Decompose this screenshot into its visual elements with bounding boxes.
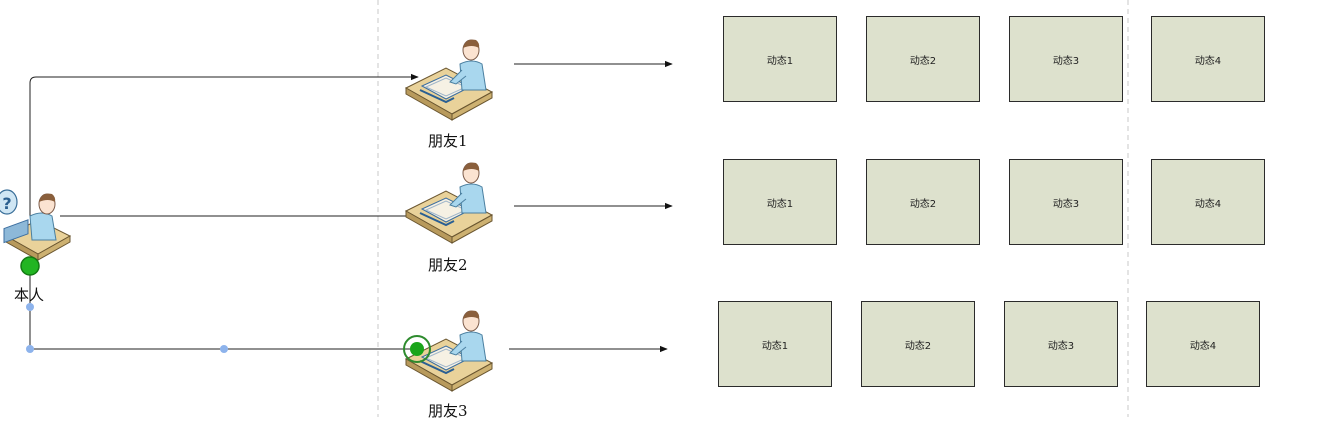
connector-self-friend1[interactable] (29, 73, 419, 216)
connector-self-friend3[interactable] (29, 268, 410, 350)
friend-label: 朋友1 (428, 132, 468, 150)
waypoint-handle[interactable] (26, 345, 34, 353)
question-bubble-icon: ? (0, 189, 18, 215)
moment-box[interactable]: 动态4 (1146, 301, 1260, 387)
connection-point-handle[interactable] (20, 256, 40, 276)
target-connection-handle[interactable] (403, 335, 431, 363)
friend-label: 朋友3 (428, 402, 468, 420)
moment-box[interactable]: 动态2 (861, 301, 975, 387)
target-connection-handle-dot (410, 342, 424, 356)
waypoint-handle[interactable] (26, 303, 34, 311)
waypoint-handle[interactable] (220, 345, 228, 353)
moment-box[interactable]: 动态3 (1009, 16, 1123, 102)
svg-text:?: ? (2, 194, 11, 213)
self-label: 本人 (14, 286, 45, 304)
moment-box[interactable]: 动态2 (866, 16, 980, 102)
moment-box[interactable]: 动态1 (718, 301, 832, 387)
friend2-person-icon[interactable] (405, 161, 493, 244)
self-person-icon[interactable] (3, 193, 72, 261)
moment-box[interactable]: 动态3 (1004, 301, 1118, 387)
moment-box[interactable]: 动态2 (866, 159, 980, 245)
moment-box[interactable]: 动态4 (1151, 159, 1265, 245)
moment-box[interactable]: 动态1 (723, 159, 837, 245)
friend1-person-icon[interactable] (405, 38, 493, 121)
moment-box[interactable]: 动态1 (723, 16, 837, 102)
friend-label: 朋友2 (428, 256, 468, 274)
moment-box[interactable]: 动态3 (1009, 159, 1123, 245)
moment-box[interactable]: 动态4 (1151, 16, 1265, 102)
